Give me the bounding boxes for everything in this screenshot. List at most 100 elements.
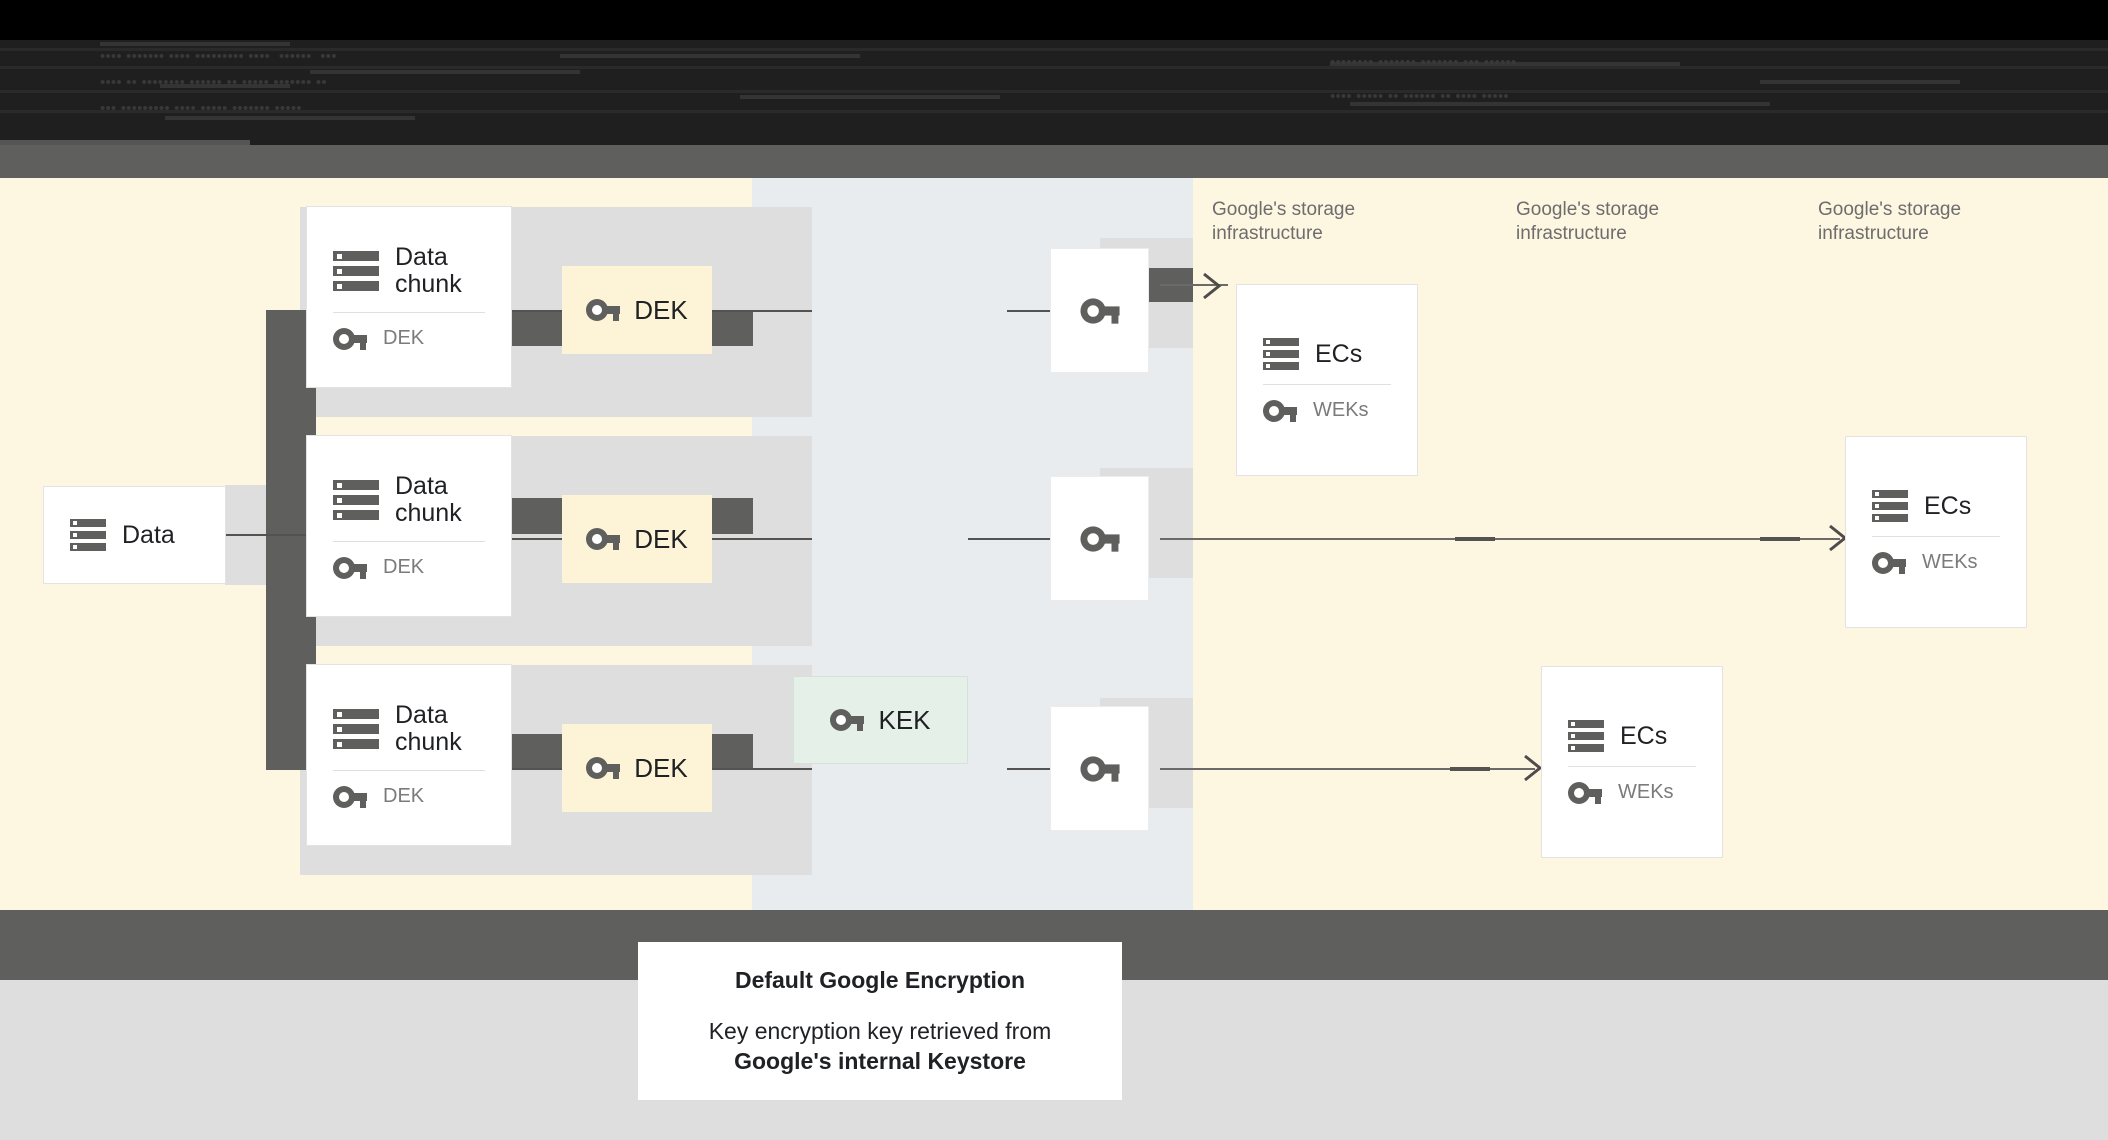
ecs-key-label: WEKs <box>1618 781 1674 803</box>
storage-section-title-2: Google's storage infrastructure <box>1516 199 1660 244</box>
ecs-card-2[interactable]: ECs WEKs <box>1845 436 2027 628</box>
chunk-title-row: Data chunk <box>307 473 511 527</box>
connector-to-wek1 <box>1007 310 1051 312</box>
chunk-title-row: Data chunk <box>307 244 511 298</box>
key-icon <box>586 299 621 321</box>
header-line-1: •••• ••••••• •••• ••••••••• •••• •••••• … <box>100 48 337 65</box>
server-icon <box>333 709 379 749</box>
chunk-key-label: DEK <box>383 327 425 349</box>
connector-to-wek3 <box>1007 768 1051 770</box>
connector-bottom-to-ecs <box>1160 768 1535 770</box>
data-card-label: Data <box>122 520 175 549</box>
key-icon <box>586 757 621 779</box>
ecs-title: ECs <box>1924 491 1972 520</box>
connector-dek3-to-panel <box>712 768 812 770</box>
key-icon <box>1568 781 1602 804</box>
chunk-title: Data chunk <box>395 243 462 298</box>
card-divider <box>333 770 485 771</box>
storage-section-title-1: Google's storage infrastructure <box>1212 199 1356 244</box>
ecs-title: ECs <box>1315 339 1363 368</box>
key-icon <box>1872 551 1906 574</box>
header-right-line-1: •••••••• ••••••• ••••••• ••• •••••• <box>1330 54 1517 71</box>
header-obscured-band: •••• ••••••• •••• ••••••••• •••• •••••• … <box>0 40 2108 145</box>
data-chunk-card-1[interactable]: Data chunk DEK <box>306 206 512 388</box>
connector-bottom-seg <box>1450 767 1490 771</box>
ecs-title-row: ECs <box>1237 338 1417 370</box>
connector-kek-to-wek2 <box>968 538 1051 540</box>
header-divider-bar <box>0 145 2108 178</box>
connector-chunk3-to-dek3 <box>512 768 562 770</box>
header-right-line-2: •••• ••••• •• •••••• •• •••• ••••• <box>1330 88 1509 105</box>
key-icon <box>333 785 367 808</box>
kek-chip-label: KEK <box>878 704 931 735</box>
data-chunk-card-3[interactable]: Data chunk DEK <box>306 664 512 846</box>
connector-middle-to-ecs-seg1 <box>1455 537 1495 541</box>
caption-body: Key encryption key retrieved from Google… <box>709 1016 1052 1076</box>
connector-data-to-chunk <box>226 534 306 536</box>
ecs-card-3[interactable]: ECs WEKs <box>1541 666 1723 858</box>
server-icon <box>1263 338 1299 370</box>
dek-chip-label: DEK <box>634 752 688 783</box>
key-icon <box>333 327 367 350</box>
diagram-canvas: Data Data chunk DEK Data chunk DEK <box>0 178 2108 910</box>
ecs-title-row: ECs <box>1846 490 2026 522</box>
arrowhead-bottom-ecs <box>1524 754 1543 782</box>
header-line-2: •••• •• •••••••• •••••• •• ••••• •••••••… <box>100 74 327 91</box>
chunk-key-row: DEK <box>307 556 511 579</box>
arrowhead-top-ecs <box>1203 272 1222 300</box>
key-icon <box>1079 525 1120 552</box>
data-card-row: Data <box>44 519 225 551</box>
server-icon <box>70 519 106 551</box>
connector-middle-to-ecs-seg2 <box>1760 537 1800 541</box>
data-chunk-card-2[interactable]: Data chunk DEK <box>306 435 512 617</box>
card-divider <box>333 312 485 313</box>
ecs-key-row: WEKs <box>1542 781 1722 804</box>
chunk-key-label: DEK <box>383 556 425 578</box>
chunk-title-row: Data chunk <box>307 702 511 756</box>
caption-title: Default Google Encryption <box>734 966 1026 993</box>
ecs-card-1[interactable]: ECs WEKs <box>1236 284 1418 476</box>
key-icon <box>1263 399 1297 422</box>
card-divider <box>1568 766 1696 767</box>
dek-chip-label: DEK <box>634 294 688 325</box>
kek-chip[interactable]: KEK <box>793 676 968 764</box>
dek-chip-label: DEK <box>634 523 688 554</box>
wrapped-key-card-2[interactable] <box>1050 476 1149 601</box>
server-icon <box>1568 720 1604 752</box>
wrapped-key-card-1[interactable] <box>1050 248 1149 373</box>
server-icon <box>333 480 379 520</box>
key-icon <box>1079 297 1120 324</box>
caption-card: Default Google Encryption Key encryption… <box>638 942 1122 1100</box>
connector-dek2-to-panel <box>712 538 812 540</box>
key-icon <box>333 556 367 579</box>
ecs-key-label: WEKs <box>1922 551 1978 573</box>
ecs-key-row: WEKs <box>1846 551 2026 574</box>
dek-chip-2[interactable]: DEK <box>562 495 712 583</box>
card-divider <box>1263 384 1391 385</box>
data-card[interactable]: Data <box>43 486 226 584</box>
chunk-title: Data chunk <box>395 701 462 756</box>
chunk-title: Data chunk <box>395 472 462 527</box>
key-icon <box>830 709 865 731</box>
dek-chip-1[interactable]: DEK <box>562 266 712 354</box>
connector-middle-to-ecs <box>1160 538 1840 540</box>
card-divider <box>333 541 485 542</box>
ecs-title: ECs <box>1620 721 1668 750</box>
connector-top-to-ecs <box>1160 284 1228 286</box>
header-black-bar <box>0 0 2108 40</box>
header-line-3: ••• ••••••••• •••• ••••• ••••••• ••••• <box>100 100 302 117</box>
caption-body-prefix: Key encryption key retrieved from <box>708 1017 1052 1044</box>
chunk-key-label: DEK <box>383 785 425 807</box>
server-icon <box>1872 490 1908 522</box>
connector-dek1-to-panel <box>712 310 812 312</box>
connector-chunk2-to-dek2 <box>512 538 562 540</box>
wrapped-key-card-3[interactable] <box>1050 706 1149 831</box>
card-divider <box>1872 536 2000 537</box>
key-icon <box>586 528 621 550</box>
caption-body-bold: Google's internal Keystore <box>734 1047 1026 1074</box>
chunk-key-row: DEK <box>307 785 511 808</box>
connector-chunk1-to-dek1 <box>512 310 562 312</box>
server-icon <box>333 251 379 291</box>
dek-chip-3[interactable]: DEK <box>562 724 712 812</box>
